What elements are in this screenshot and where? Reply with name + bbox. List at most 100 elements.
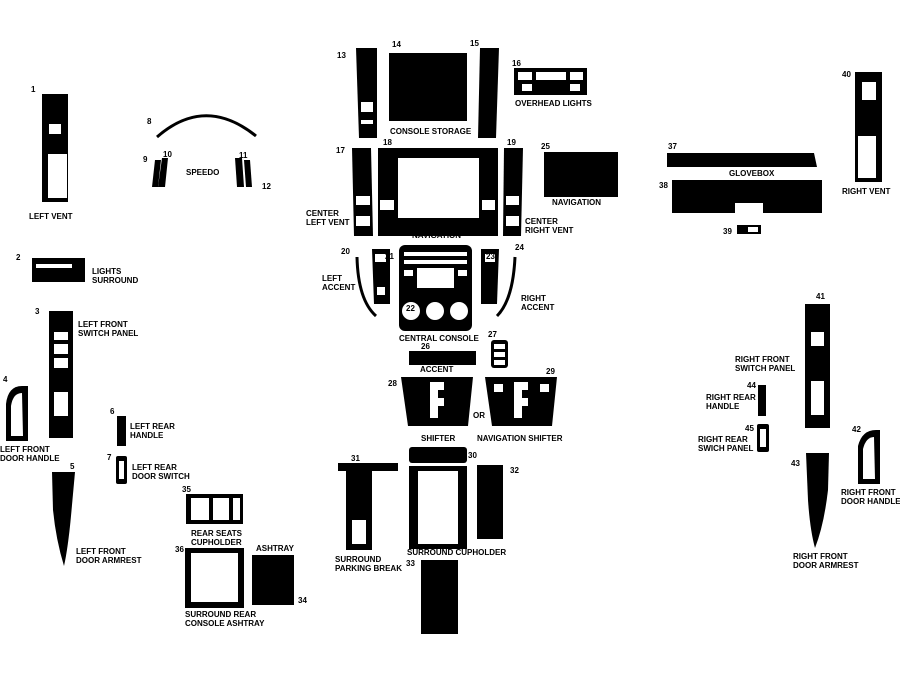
label-lfsp-1: LEFT FRONT [78, 320, 128, 329]
label-crv-1: CENTER [525, 217, 558, 226]
label-speedo: SPEEDO [186, 168, 219, 177]
number-23: 23 [486, 252, 495, 261]
number-43: 43 [791, 459, 800, 468]
number-33: 33 [406, 559, 415, 568]
number-7: 7 [107, 453, 112, 462]
number-26: 26 [421, 342, 430, 351]
number-11: 11 [239, 151, 248, 160]
number-10: 10 [163, 150, 172, 159]
part-surround-parking-break [338, 463, 398, 550]
label-surround-cupholder: SURROUND CUPHOLDER [407, 548, 506, 557]
number-35: 35 [182, 485, 191, 494]
number-28: 28 [388, 379, 397, 388]
label-sn-2: NAVIGATION [412, 231, 461, 240]
part-accent [409, 351, 476, 365]
label-or: OR [473, 411, 485, 420]
label-srca-1: SURROUND REAR [185, 610, 256, 619]
label-lfdh-2: DOOR HANDLE [0, 454, 60, 463]
part-right-rear-handle [758, 385, 766, 416]
part-glovebox [667, 153, 822, 234]
part-ashtray [252, 555, 294, 605]
number-15: 15 [470, 39, 479, 48]
label-rfsp-2: SWITCH PANEL [735, 364, 795, 373]
label-rrsp-1: RIGHT REAR [698, 435, 748, 444]
number-24: 24 [515, 243, 524, 252]
label-sn-1: SURROUND [412, 222, 458, 231]
number-34: 34 [298, 596, 307, 605]
label-central-console: CENTRAL CONSOLE [399, 334, 480, 343]
label-lfda-1: LEFT FRONT [76, 547, 126, 556]
label-navigation: NAVIGATION [552, 198, 601, 207]
number-36: 36 [175, 545, 184, 554]
part-overhead-lights [514, 68, 587, 95]
label-clv-1: CENTER [306, 209, 339, 218]
label-ra-2: ACCENT [521, 303, 554, 312]
label-lfda-2: DOOR ARMREST [76, 556, 142, 565]
label-lights-2: SURROUND [92, 276, 138, 285]
label-shifter: SHIFTER [421, 434, 455, 443]
label-accent: ACCENT [420, 365, 453, 374]
part-left-front-door-armrest [52, 472, 75, 566]
part-surround-rear-console-ashtray [185, 548, 244, 608]
number-6: 6 [110, 407, 115, 416]
label-ashtray: ASHTRAY [256, 544, 295, 553]
label-la-2: ACCENT [322, 283, 355, 292]
number-45: 45 [745, 424, 754, 433]
number-42: 42 [852, 425, 861, 434]
number-20: 20 [341, 247, 350, 256]
number-39: 39 [723, 227, 732, 236]
number-13: 13 [337, 51, 346, 60]
number-17: 17 [336, 146, 345, 155]
number-41: 41 [816, 292, 825, 301]
number-25: 25 [541, 142, 550, 151]
label-rfdh-2: DOOR HANDLE [841, 497, 900, 506]
part-left-rear-door-switch [116, 456, 127, 484]
label-rfsp-1: RIGHT FRONT [735, 355, 790, 364]
number-4: 4 [3, 375, 8, 384]
label-lfdh-1: LEFT FRONT [0, 445, 50, 454]
part-right-front-switch-panel [805, 304, 830, 428]
label-rfda-2: DOOR ARMREST [793, 561, 859, 570]
number-32: 32 [510, 466, 519, 475]
label-crv-2: RIGHT VENT [525, 226, 574, 235]
number-38: 38 [659, 181, 668, 190]
label-rfda-1: RIGHT FRONT [793, 552, 848, 561]
number-30: 30 [468, 451, 477, 460]
label-la-1: LEFT [322, 274, 342, 283]
label-rfdh-1: RIGHT FRONT [841, 488, 896, 497]
part-left-rear-handle [117, 416, 126, 446]
part-right-rear-switch-panel [757, 424, 769, 452]
part-right-vent [855, 72, 882, 182]
number-18: 18 [383, 138, 392, 147]
label-lfsp-2: SWITCH PANEL [78, 329, 138, 338]
label-glovebox: GLOVEBOX [729, 169, 775, 178]
part-navigation [544, 152, 618, 197]
label-lrds-2: DOOR SWITCH [132, 472, 190, 481]
part-console-storage [356, 48, 499, 138]
number-31: 31 [351, 454, 360, 463]
part-lights-surround [32, 258, 85, 282]
number-40: 40 [842, 70, 851, 79]
label-nav-shifter: NAVIGATION SHIFTER [477, 434, 563, 443]
part-right-front-door-handle [858, 430, 880, 484]
part-left-front-door-handle [6, 386, 28, 441]
number-21: 21 [385, 252, 394, 261]
part-right-front-door-armrest [806, 453, 829, 548]
part-rear-seats-cupholder [186, 494, 243, 524]
label-rsc-1: REAR SEATS [191, 529, 243, 538]
number-2: 2 [16, 253, 21, 262]
label-rrsp-2: SWICH PANEL [698, 444, 754, 453]
number-1: 1 [31, 85, 36, 94]
label-lrh-1: LEFT REAR [130, 422, 175, 431]
label-lights-1: LIGHTS [92, 267, 122, 276]
part-speedo [152, 114, 257, 187]
label-rsc-2: CUPHOLDER [191, 538, 242, 547]
label-right-vent: RIGHT VENT [842, 187, 891, 196]
label-clv-2: LEFT VENT [306, 218, 350, 227]
number-29: 29 [546, 367, 555, 376]
number-9: 9 [143, 155, 148, 164]
part-shifter-bezel-27 [491, 340, 508, 368]
part-navigation-shifter [485, 377, 557, 426]
label-overhead-lights: OVERHEAD LIGHTS [515, 99, 593, 108]
